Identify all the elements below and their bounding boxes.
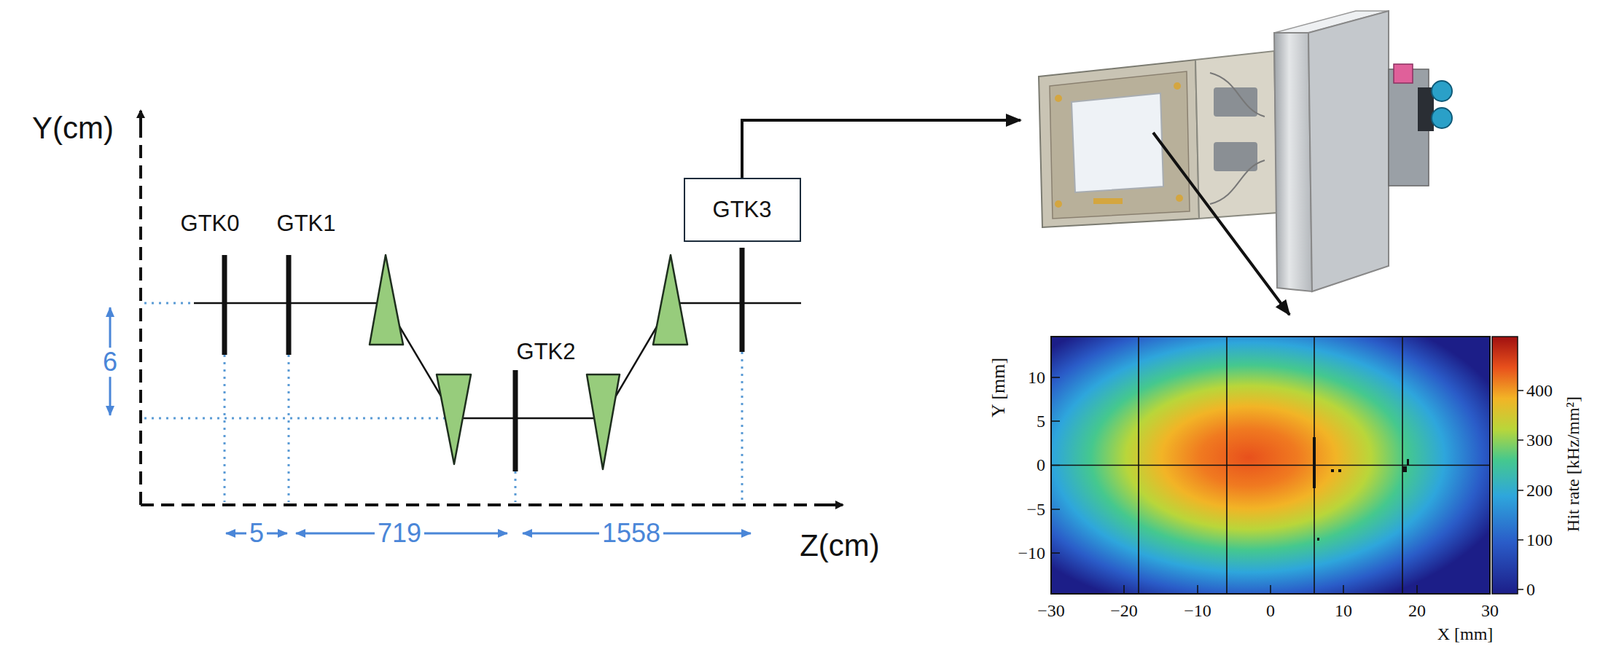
tick-label: 0	[1266, 601, 1275, 621]
axis-title: Y [mm]	[988, 357, 1010, 418]
colorbar-title: Hit rate [kHz/mm²]	[1563, 396, 1583, 533]
magnet-triangles	[369, 255, 688, 470]
axis-label: Y(cm)	[32, 111, 114, 146]
tick-label: −20	[1110, 601, 1138, 621]
detector-label: GTK0	[180, 211, 240, 237]
tick-label: 30	[1481, 601, 1499, 621]
dimension-label: 1558	[599, 518, 664, 549]
tick-label: 5	[1036, 411, 1046, 431]
tick-label: 20	[1408, 601, 1426, 621]
dimension-label: 719	[374, 518, 425, 549]
colorbar-tick: 0	[1526, 580, 1536, 600]
colorbar-tick: 100	[1526, 530, 1553, 550]
tick-label: 0	[1036, 455, 1046, 475]
colorbar-tick: 300	[1526, 430, 1553, 450]
beam-line	[193, 303, 802, 419]
detector-box: GTK3	[683, 177, 802, 243]
axis-label: Z(cm)	[799, 529, 880, 563]
tick-label: −30	[1037, 601, 1065, 621]
dimension-label: 6	[99, 347, 121, 377]
dimension-arrows	[110, 307, 751, 534]
colorbar-tick: 200	[1526, 481, 1553, 501]
tick-label: 10	[1027, 368, 1046, 388]
detector-label: GTK3	[712, 196, 772, 224]
callout-arrow	[742, 120, 1021, 178]
colorbar-tick: 400	[1526, 381, 1553, 401]
detector-planes	[224, 247, 743, 472]
tick-label: −10	[1183, 601, 1212, 621]
dimension-label: 5	[246, 518, 267, 549]
hit-rate-heatmap	[1051, 336, 1524, 595]
axes	[140, 110, 843, 506]
module-photo	[1038, 10, 1453, 292]
detector-label: GTK2	[516, 339, 576, 365]
tick-label: −5	[1026, 500, 1046, 519]
detector-label: GTK1	[276, 211, 337, 237]
axis-title: X [mm]	[1437, 624, 1494, 644]
callout-arrow	[1153, 132, 1290, 315]
tick-label: −10	[1017, 543, 1046, 563]
tick-label: 10	[1334, 601, 1353, 621]
